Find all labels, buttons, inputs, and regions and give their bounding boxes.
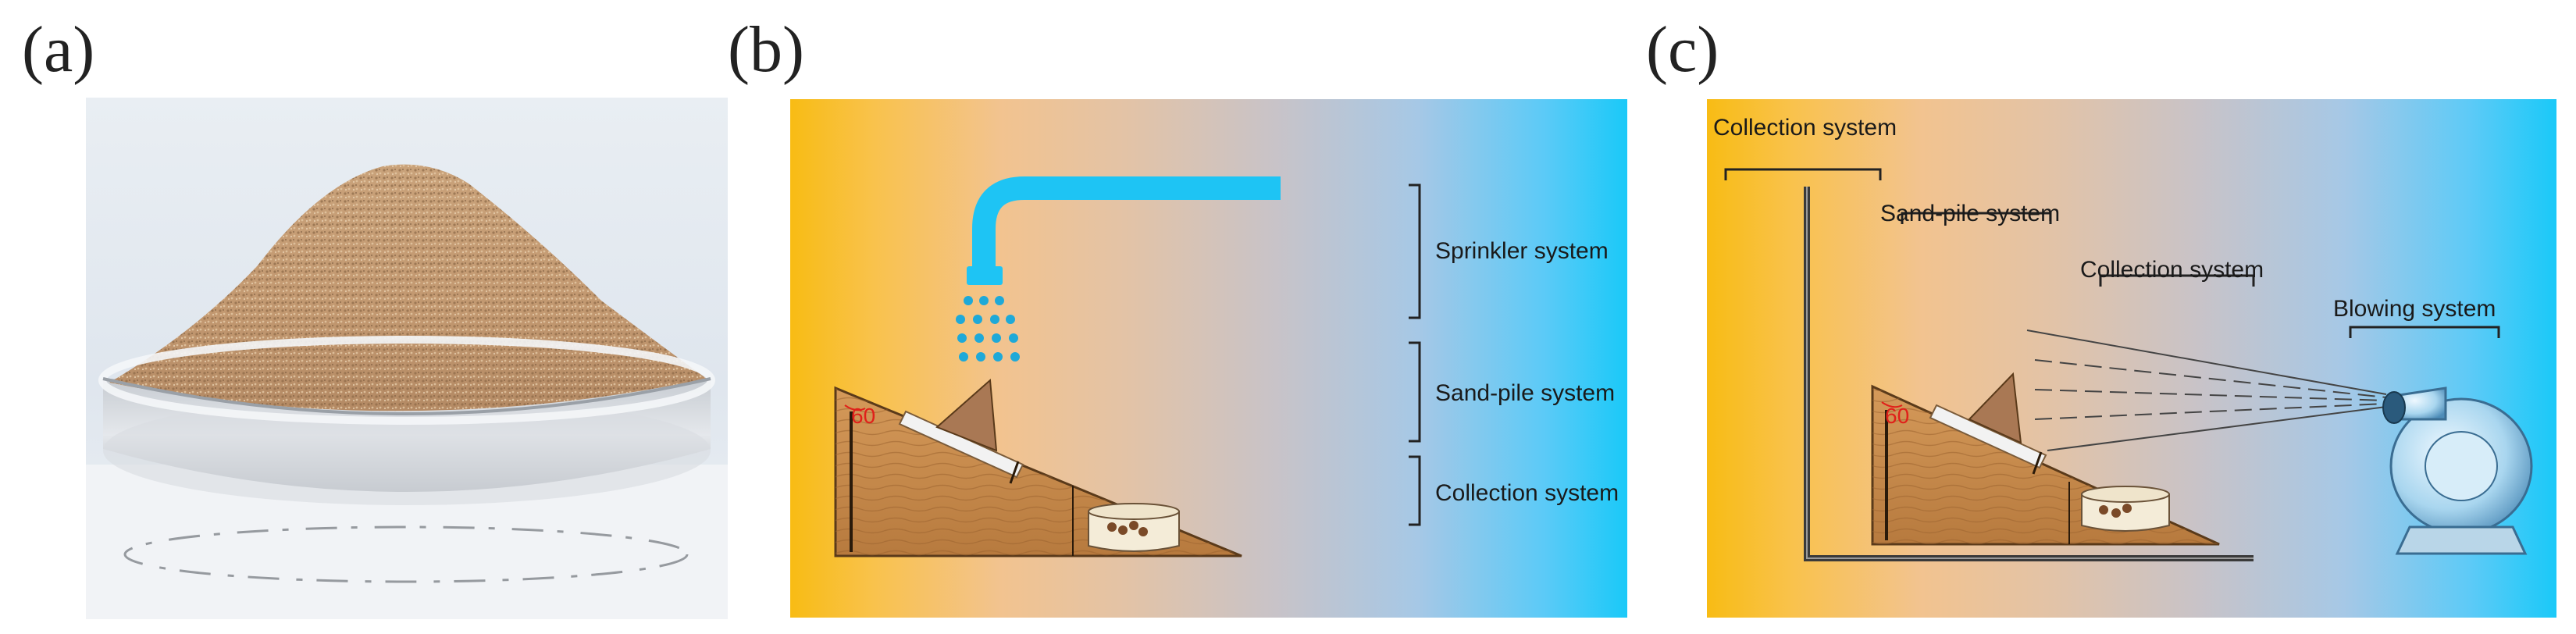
glass-rim <box>98 336 715 425</box>
bracket-sprinkler <box>1409 183 1421 319</box>
sandpile-system-label: Sand-pile system <box>1880 201 2061 226</box>
blower-fan <box>2382 386 2533 555</box>
glass-dish-base <box>103 396 711 505</box>
angle-label: 60 <box>851 404 876 428</box>
bracket-sandpile <box>1409 341 1421 443</box>
ground-ring <box>123 525 689 583</box>
water-droplets <box>956 296 1020 362</box>
plate-stop <box>1009 461 1020 484</box>
sprinkler-setup-diagram: 60 Sprinkler system Sand-pile system Col… <box>790 99 1627 618</box>
tray-rim <box>1088 503 1180 520</box>
sand-pile-model <box>935 378 998 452</box>
collection-tray <box>1088 511 1180 552</box>
glass-rim-edge <box>102 377 711 415</box>
angle-arc <box>1881 401 1903 408</box>
panel-b-label: (b) <box>728 13 804 86</box>
bracket-collection-mid <box>2099 274 2255 287</box>
angle-arc <box>844 404 866 411</box>
bracket-collection <box>1409 455 1421 526</box>
angle-label: 60 <box>1885 404 1910 428</box>
sandpile-system-label: Sand-pile system <box>1435 380 1616 406</box>
collection-system-label: Collection system <box>1435 480 1619 506</box>
tray-rim <box>2081 486 2170 503</box>
collection-system-top-label: Collection system <box>1713 115 1897 141</box>
wood-grain <box>836 388 1242 556</box>
bracket-blowing <box>2349 326 2500 338</box>
blowing-system-label: Blowing system <box>2333 296 2496 322</box>
bracket-collection-top <box>1724 168 1882 180</box>
collection-wall-highlight <box>1806 187 2254 559</box>
sand-photo <box>86 98 728 619</box>
sand-pile-model <box>1968 372 2022 444</box>
bracket-sandpile <box>1901 212 2052 224</box>
collection-system-mid-label: Collection system <box>2080 257 2264 283</box>
sprinkler-head <box>967 266 1003 285</box>
panel-a-label: (a) <box>22 13 95 86</box>
panel-c-label: (c) <box>1646 13 1719 86</box>
plate-stop <box>2032 451 2043 475</box>
collected-sand <box>1107 521 1148 536</box>
blowing-setup-diagram: 60 Collection system Sand-pile system Co… <box>1707 99 2556 618</box>
slope-plate <box>1929 404 2047 469</box>
water-pipe <box>972 176 1281 268</box>
collected-sand <box>2099 504 2132 518</box>
sprinkler-system-label: Sprinkler system <box>1435 238 1609 264</box>
airflow-lines <box>2026 329 2387 451</box>
sand-texture <box>109 164 707 411</box>
slope-plate <box>898 410 1024 479</box>
